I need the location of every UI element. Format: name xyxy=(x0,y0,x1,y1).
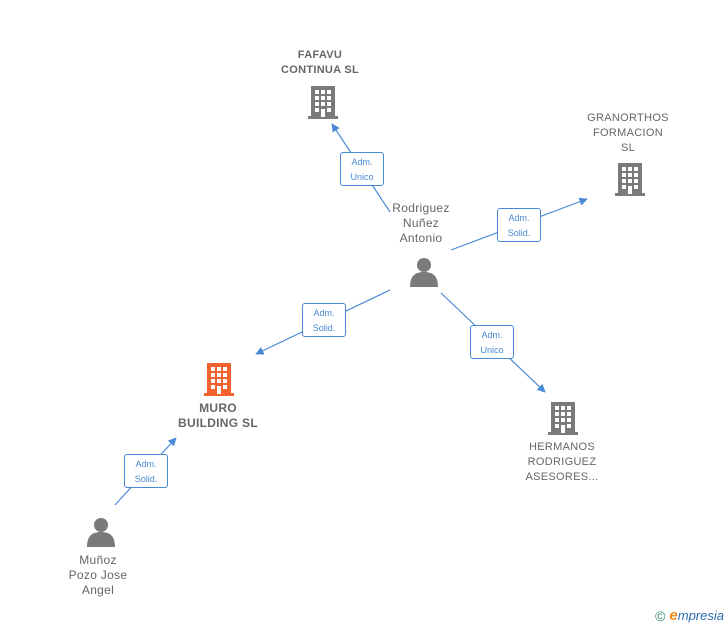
label-line: Muñoz xyxy=(79,553,117,567)
copyright-icon: © xyxy=(655,607,666,624)
edge-role-rodriguez-fafavu[interactable]: Adm. Unico xyxy=(340,152,384,186)
label-line: CONTINUA SL xyxy=(280,64,360,76)
building-icon[interactable] xyxy=(548,402,578,435)
label-line: ASESORES... xyxy=(525,471,599,483)
role-line: Solid. xyxy=(312,323,336,333)
label-line: RODRIGUEZ xyxy=(527,456,597,468)
label-line: BUILDING SL xyxy=(178,416,258,430)
role-line: Adm. xyxy=(481,330,503,340)
label-line: FORMACION xyxy=(593,127,663,139)
role-line: Solid. xyxy=(507,228,531,238)
label-line: Rodriguez xyxy=(392,201,450,215)
edge-role-munoz-muro[interactable]: Adm. Solid. xyxy=(124,454,168,488)
brand-initial: e xyxy=(669,607,678,624)
edge-role-rodriguez-muro[interactable]: Adm. Solid. xyxy=(302,303,346,337)
label-line: SL xyxy=(620,142,636,154)
role-line: Unico xyxy=(480,345,504,355)
node-label-muro[interactable]: MURO BUILDING SL xyxy=(168,401,268,431)
building-icon[interactable] xyxy=(308,86,338,119)
role-line: Adm. xyxy=(313,308,335,318)
label-line: Angel xyxy=(81,583,115,597)
role-line: Unico xyxy=(350,172,374,182)
node-label-fafavu[interactable]: FAFAVU CONTINUA SL xyxy=(270,48,370,78)
label-line: Antonio xyxy=(399,231,443,245)
role-line: Solid. xyxy=(134,474,158,484)
brand-rest: mpresia xyxy=(677,608,724,623)
node-label-granorthos[interactable]: GRANORTHOS FORMACION SL xyxy=(578,111,678,156)
edge-role-rodriguez-granorthos[interactable]: Adm. Solid. xyxy=(497,208,541,242)
node-label-munoz[interactable]: Muñoz Pozo Jose Angel xyxy=(48,553,148,598)
label-line: HERMANOS xyxy=(529,441,595,453)
empresia-logo[interactable]: © empresia xyxy=(655,607,724,624)
node-label-rodriguez[interactable]: Rodriguez Nuñez Antonio xyxy=(371,201,471,246)
label-line: Nuñez xyxy=(402,216,440,230)
node-label-hermanos[interactable]: HERMANOS RODRIGUEZ ASESORES... xyxy=(512,440,612,485)
person-icon[interactable] xyxy=(87,518,115,547)
role-line: Adm. xyxy=(135,459,157,469)
label-line: GRANORTHOS xyxy=(587,112,669,124)
role-line: Adm. xyxy=(508,213,530,223)
person-icon[interactable] xyxy=(410,258,438,287)
role-line: Adm. xyxy=(351,157,373,167)
label-line: FAFAVU xyxy=(297,49,343,61)
label-line: MURO xyxy=(199,401,237,415)
edge-role-rodriguez-hermanos[interactable]: Adm. Unico xyxy=(470,325,514,359)
label-line: Pozo Jose xyxy=(68,568,128,582)
building-icon[interactable] xyxy=(615,163,645,196)
brand-wordmark: empresia xyxy=(669,607,724,624)
building-icon[interactable] xyxy=(204,363,234,396)
